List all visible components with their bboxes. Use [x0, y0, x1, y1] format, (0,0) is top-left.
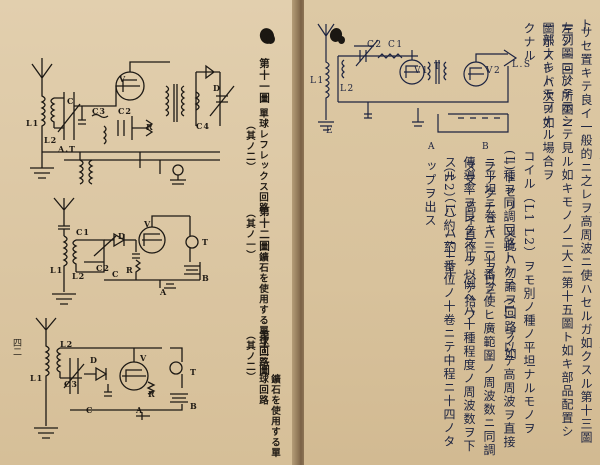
figure-13-circuit [22, 318, 212, 442]
circuit-label-l2: L2 [340, 84, 355, 94]
circuit-label-l1: L1 [310, 76, 325, 86]
handwriting-col-3: 一列圖ニ於テ示シテ見ル如キモノノ二大ニ第十五圖ト如キ部品配置シ一部ナキトモ可ナル… [541, 20, 574, 439]
figure-11-subtitle2: （其ノ二） [244, 120, 255, 173]
figure-12-label-r: R [126, 265, 134, 275]
handwriting-col-8: 傳導率ヲ良クスル（例ヘバ十種程度ノ周波数ヲ下スル （L）ハ約二十 [443, 156, 476, 453]
figure-13-label-t: T [190, 367, 197, 377]
figure-11-label-v: V [119, 74, 127, 84]
figure-13-label-l2: L2 [60, 339, 74, 349]
figure-12-label-c: C [112, 269, 120, 279]
figure-11-label-at: A.T [58, 144, 76, 154]
ink-stain [338, 36, 345, 44]
figure-12-circuit [40, 196, 220, 308]
figure-12-label-t: T [202, 237, 209, 247]
figure-11-subtitle: 單球レフレックス回路 [257, 108, 268, 213]
circuit-label-ls: L.S [512, 60, 532, 70]
handwriting-col-2: サセ置キテ良イ一般的ニ之レヲ高周波ニ使ハセルガ如クスル第十三圖ニ [560, 26, 593, 445]
figure-12-label-l2: L2 [72, 271, 86, 281]
figure-12-label-l1: L1 [50, 265, 64, 275]
figure-13-subtitle: 鑛石を使用する單球回路 [257, 374, 280, 458]
circuit-label-b: B [482, 142, 491, 152]
figure-12-subtitle: 鑛石を使用する單球回路 [257, 252, 268, 368]
figure-11-label-c: C [67, 96, 75, 106]
figure-13-label-c3: C3 [64, 379, 78, 389]
figure-11-circuit [20, 56, 250, 196]
figure-12-label-c2: C2 [96, 263, 110, 273]
figure-13-label-d: D [90, 355, 98, 365]
ink-stain [266, 34, 275, 44]
figure-11-title: 第十一圖 [258, 58, 270, 104]
figure-13-label-r: R [148, 389, 156, 399]
figure-11-label-c2: C2 [118, 106, 132, 116]
handwriting-col-5: コイル（L1 L2）ヲモ別ノ種ノ平坦ナルモノヲ(L)トセリ 又此ハ勿論ヲ回路ノ如 [503, 150, 536, 436]
handwriting-col-6: 一種ヲ同調回路トシテ（L）ヲ以テ高周波ヲ直接ニ平坦ニ巻キ Cヲ以テ [483, 156, 516, 449]
page-number: 四二 [11, 338, 21, 356]
figure-13-label-v: V [140, 353, 148, 363]
circuit-label-c2: C2 [367, 40, 383, 50]
circuit-label-v1: V1 [414, 66, 430, 76]
circuit-label-e: E [326, 126, 335, 136]
handwriting-col-1: 第十一図ノ説明ニ於テ使用球ハ使フテヨイノデ電池ハ使ヒヤスイ舊キト [579, 18, 600, 437]
figure-13-label-l1: L1 [30, 373, 44, 383]
figure-13-label-b: B [190, 401, 198, 411]
figure-12-label-b: B [202, 273, 210, 283]
figure-12-label-d: D [118, 231, 126, 241]
figure-13-subtitle2: （其ノ二） [244, 330, 255, 383]
figure-11-label-r: R [146, 122, 154, 132]
figure-12-label-v: V [144, 219, 152, 229]
figure-11-label-c4: C4 [196, 121, 210, 131]
handwritten-circuit [308, 22, 528, 152]
circuit-label-c1: C1 [388, 40, 404, 50]
figure-11-label-l1: L1 [26, 118, 40, 128]
figure-12-label-a: A [160, 287, 168, 297]
figure-11-label-c3: C3 [92, 106, 106, 116]
circuit-label-a: A [428, 142, 436, 152]
figure-12-label-c1: C1 [76, 227, 90, 237]
figure-11-label-d: D [213, 83, 221, 93]
figure-12-subtitle2: （其ノ一） [244, 208, 255, 261]
figure-11-label-l2: L2 [44, 135, 58, 145]
figure-13-label-a: A [136, 405, 144, 415]
figure-12-title: 第十二圖 [258, 206, 270, 252]
circuit-label-t: T [434, 62, 442, 72]
handwriting-col-9: （L2）ハ約二十番位ノ十卷ニテ中程ニ十四ノタップヲ出ス [423, 160, 456, 449]
handwriting-col-4: 左ノ一回ノ所圖ニ圖示スレバ次ノ如クナル [522, 22, 574, 130]
handwriting-col-7: ファクチュハ三十番ヲ使ヒ廣範圍ノ周波数ニ同調ス又 高イ直徑ヲ以テ拾フ [463, 160, 496, 457]
right-page: C2 C1 L1 L2 A B E T V1 V2 L.S 第十一図ノ説明ニ於テ… [257, 0, 600, 465]
figure-13-title: 第十三圖 [258, 330, 270, 376]
left-page: V D C C3 C2 R L1 L2 A.T C4 C1 D V C2 C R… [0, 0, 296, 465]
circuit-label-v2: V2 [486, 66, 502, 76]
figure-13-label-c: C [86, 405, 94, 415]
